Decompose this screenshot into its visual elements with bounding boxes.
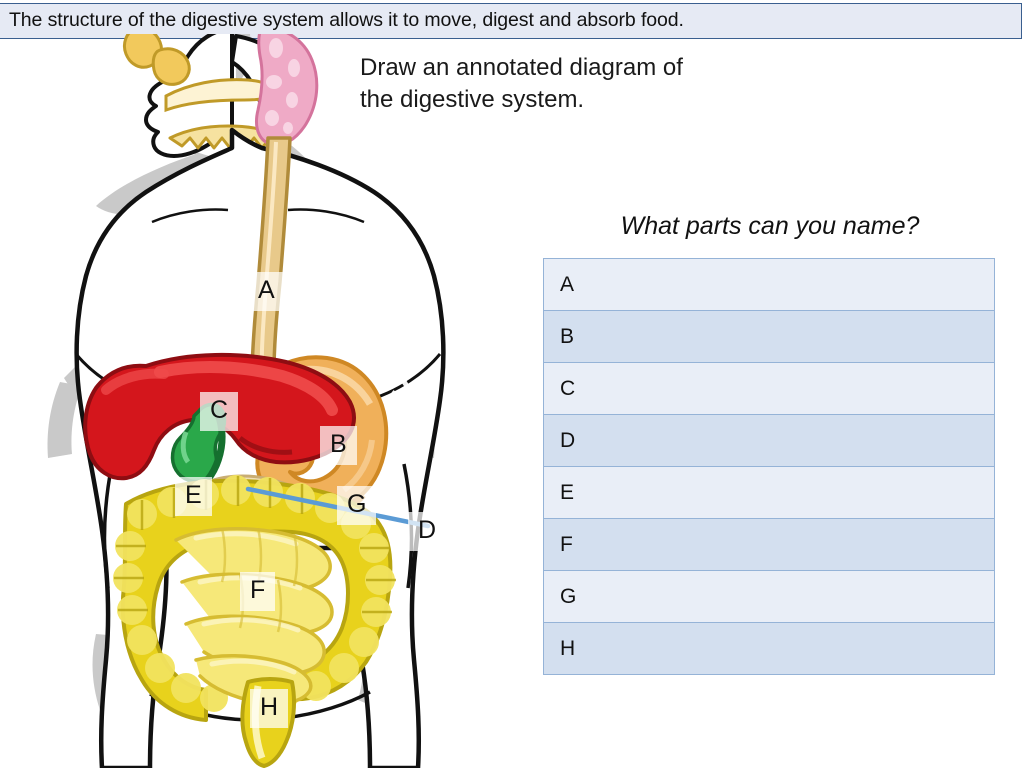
instruction-text: Draw an annotated diagram of the digesti… <box>360 52 820 115</box>
table-row[interactable]: G <box>543 570 995 623</box>
answer-cell-e[interactable]: E <box>543 466 995 519</box>
small-intestine-icon <box>174 526 334 706</box>
teeth-icon <box>164 78 286 150</box>
question-prompt: What parts can you name? <box>620 212 920 240</box>
pharynx-icon <box>255 34 319 147</box>
rectum-icon <box>240 677 296 768</box>
table-row[interactable]: F <box>543 518 995 571</box>
answer-cell-g[interactable]: G <box>543 570 995 623</box>
instruction-line-2: the digestive system. <box>360 85 585 113</box>
table-row[interactable]: B <box>543 310 995 363</box>
table-row[interactable]: H <box>543 622 995 675</box>
answer-cell-h[interactable]: H <box>543 622 995 675</box>
table-row[interactable]: C <box>543 362 995 415</box>
answer-cell-b[interactable]: B <box>543 310 995 363</box>
instruction-line-1: Draw an annotated diagram of <box>360 54 683 81</box>
table-row[interactable]: A <box>543 258 995 311</box>
answer-cell-a[interactable]: A <box>543 258 995 311</box>
header-banner-text: The structure of the digestive system al… <box>9 9 684 32</box>
digestive-system-diagram: A B C D E F G H <box>0 34 520 768</box>
header-banner: The structure of the digestive system al… <box>0 3 1022 39</box>
answer-cell-c[interactable]: C <box>543 362 995 415</box>
answer-cell-d[interactable]: D <box>543 414 995 467</box>
answer-table: A B C D E F G H <box>543 258 995 675</box>
answer-cell-f[interactable]: F <box>543 518 995 571</box>
table-row[interactable]: D <box>543 414 995 467</box>
table-row[interactable]: E <box>543 466 995 519</box>
